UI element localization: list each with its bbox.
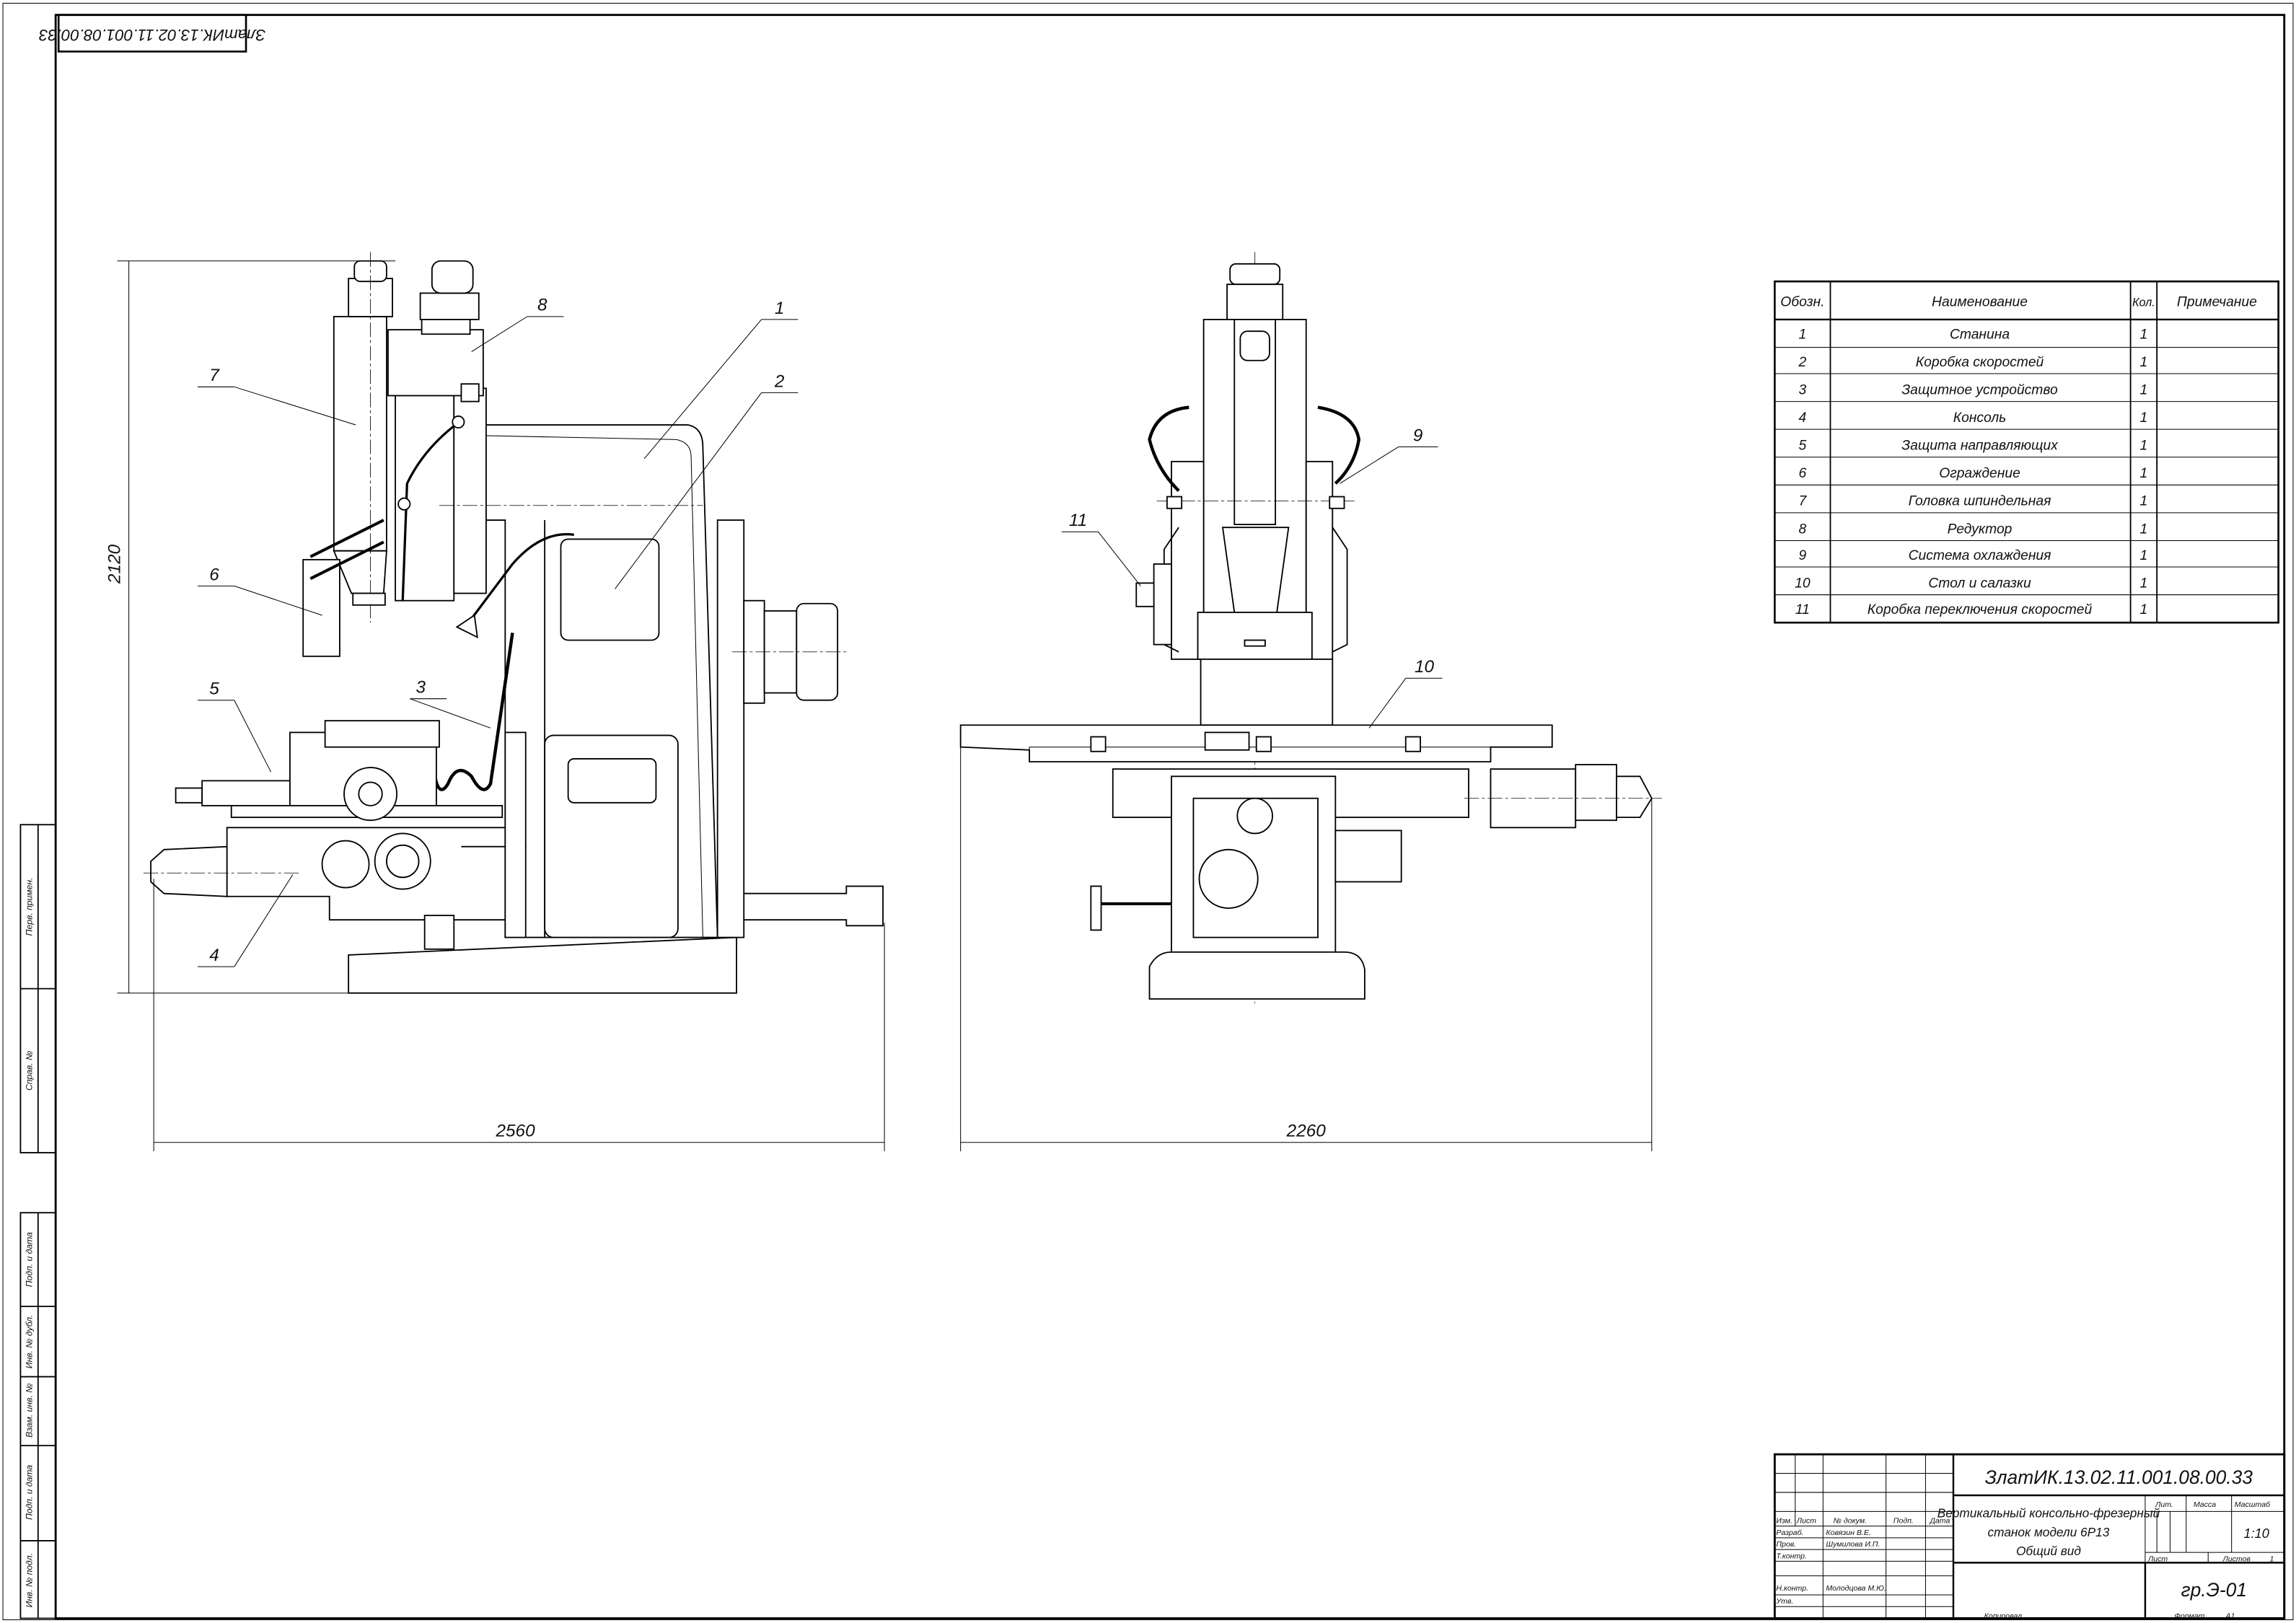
mass-label: Масса: [2194, 1500, 2216, 1509]
side-label: Перв. примен.: [25, 878, 35, 936]
header-name: Наименование: [1932, 295, 2028, 310]
side-label: Инв. № подл.: [25, 1553, 35, 1607]
group-code: гр.Э-01: [2181, 1579, 2247, 1601]
role-checker: Пров.: [1776, 1540, 1796, 1549]
col-label-sheet: Лист: [1796, 1517, 1816, 1526]
row-name: Защита направляющих: [1901, 439, 2059, 454]
stamp-code: ЗлатИК.13.02.11.001.08.00.33: [39, 26, 266, 44]
header-note: Примечание: [2177, 295, 2257, 310]
row-name: Консоль: [1953, 410, 2007, 426]
side-label: Инв. № дубл.: [25, 1314, 35, 1368]
header-qty: Кол.: [2132, 296, 2155, 309]
col-label-docnum: № докум.: [1834, 1517, 1867, 1526]
sheets-label: Листов: [2222, 1554, 2251, 1563]
leader-5: 5: [209, 679, 219, 699]
row-pos: 3: [1799, 382, 1807, 397]
row-qty: 1: [2140, 494, 2148, 509]
leader-11: 11: [1069, 511, 1087, 530]
drawing-frame: [54, 14, 2286, 1619]
leader-2: 2: [774, 371, 785, 391]
side-label: Подп. и дата: [25, 1465, 35, 1520]
position-leaders: [198, 316, 1443, 967]
row-name: Ограждение: [1939, 466, 2020, 481]
person-checker: Шумилова И.П.: [1826, 1540, 1880, 1549]
scale-value: 1:10: [2243, 1526, 2269, 1541]
dimension-height: 2120: [105, 544, 124, 584]
row-qty: 1: [2140, 327, 2148, 342]
row-qty: 1: [2140, 410, 2148, 426]
copied-label: Копировал: [1984, 1612, 2023, 1621]
drawing-name-line2: станок модели 6Р13: [1988, 1525, 2110, 1539]
row-pos: 6: [1799, 466, 1807, 481]
row-qty: 1: [2140, 382, 2148, 397]
drawing-name-line1: Вертикальный консольно-фрезерный: [1937, 1505, 2160, 1520]
role-developer: Разраб.: [1776, 1529, 1803, 1537]
leader-1: 1: [775, 299, 785, 318]
row-name: Система охлаждения: [1909, 548, 2051, 563]
row-qty: 1: [2140, 522, 2148, 537]
leader-8: 8: [537, 296, 547, 315]
role-norm-control: Н.контр.: [1776, 1584, 1808, 1593]
row-name: Коробка переключения скоростей: [1868, 602, 2093, 617]
leader-4: 4: [209, 946, 219, 965]
row-pos: 9: [1799, 548, 1807, 563]
col-label-date: Дата: [1930, 1517, 1950, 1526]
row-pos: 2: [1798, 355, 1807, 370]
document-code: ЗлатИК.13.02.11.001.08.00.33: [1985, 1466, 2253, 1488]
position-numbers: 1 2 3 4 5 6 7 8 9 10 11: [209, 296, 1434, 965]
leader-10: 10: [1415, 657, 1435, 677]
row-qty: 1: [2140, 602, 2148, 617]
row-name: Головка шпиндельная: [1909, 494, 2051, 509]
person-developer: Ковязин В.Е.: [1826, 1529, 1870, 1537]
row-qty: 1: [2140, 439, 2148, 454]
leader-9: 9: [1413, 426, 1423, 445]
row-pos: 7: [1799, 494, 1808, 509]
leader-6: 6: [209, 565, 219, 584]
scale-label: Масштаб: [2235, 1500, 2271, 1509]
row-name: Стол и салазки: [1928, 576, 2031, 591]
sheets-value: 1: [2269, 1554, 2274, 1563]
col-label-sign: Подп.: [1893, 1517, 1914, 1526]
side-label: Подп. и дата: [25, 1232, 35, 1287]
dimension-width-front: 2260: [1286, 1122, 1327, 1141]
leader-7: 7: [209, 366, 220, 385]
role-tech-control: Т.контр.: [1776, 1552, 1807, 1560]
side-label: Справ. №: [25, 1051, 35, 1091]
leader-3: 3: [416, 678, 426, 698]
rotated-code-stamp: ЗлатИК.13.02.11.001.08.00.33: [39, 14, 266, 53]
parts-rows: 1 Станина 1 2 Коробка скоростей 1 3 Защитное …: [1795, 327, 2147, 617]
row-pos: 4: [1799, 410, 1807, 426]
parts-table: Обозн. Наименование Кол. Примечание 1 Ста…: [1774, 280, 2279, 624]
row-qty: 1: [2140, 548, 2148, 563]
front-view: 2260: [959, 252, 1663, 1151]
side-strip: Перв. примен. Справ. № Подп. и дата Инв.…: [19, 824, 57, 1619]
row-qty: 1: [2140, 355, 2148, 370]
lit-label: Лит.: [2155, 1500, 2173, 1509]
row-name: Коробка скоростей: [1916, 355, 2044, 370]
side-label: Взам. инв. №: [25, 1384, 35, 1438]
side-view: 2120 2560: [105, 252, 885, 1151]
row-pos: 10: [1795, 576, 1811, 591]
role-approved: Утв.: [1775, 1597, 1793, 1606]
drawing-name-line3: Общий вид: [2016, 1544, 2081, 1558]
row-pos: 11: [1795, 602, 1810, 617]
row-pos: 8: [1799, 522, 1807, 537]
dimension-width-side: 2560: [495, 1122, 535, 1141]
format-value: A1: [2225, 1612, 2235, 1621]
person-norm-control: Молодцова М.Ю.: [1826, 1584, 1886, 1593]
row-qty: 1: [2140, 466, 2148, 481]
title-block: ЗлатИК.13.02.11.001.08.00.33 Вертикальны…: [1773, 1453, 2286, 1621]
format-label: Формат: [2175, 1612, 2205, 1621]
row-name: Редуктор: [1948, 522, 2013, 537]
row-name: Станина: [1950, 327, 2010, 342]
row-pos: 1: [1799, 327, 1807, 342]
col-label-change: Изм.: [1776, 1517, 1793, 1526]
sheet-label: Лист: [2147, 1554, 2168, 1563]
row-pos: 5: [1799, 439, 1807, 454]
row-name: Защитное устройство: [1901, 382, 2058, 397]
row-qty: 1: [2140, 576, 2148, 591]
header-designation: Обозн.: [1780, 295, 1824, 310]
